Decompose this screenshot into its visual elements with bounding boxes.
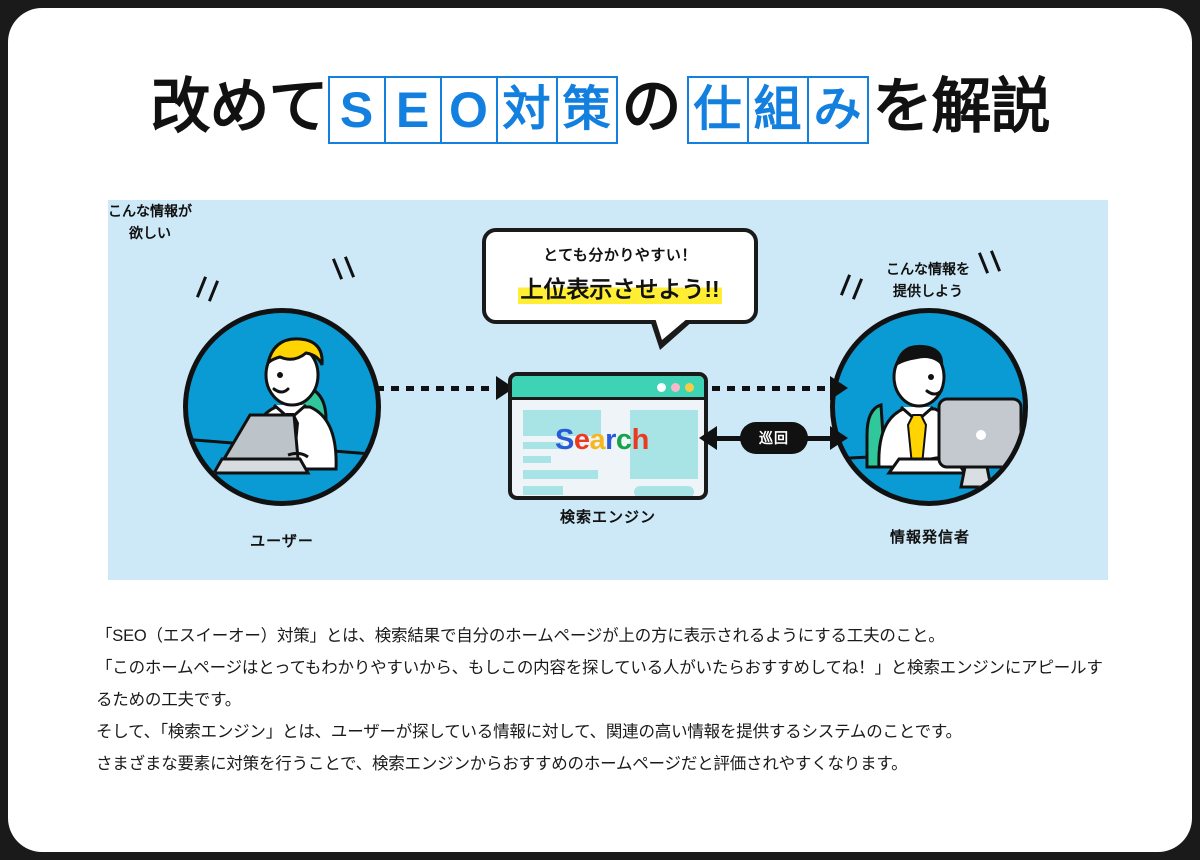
title-box-kumi: 組 bbox=[746, 76, 809, 144]
flow-dotted-line-right bbox=[712, 386, 830, 391]
publisher-annotation: こんな情報を提供しよう bbox=[886, 261, 970, 299]
crawl-badge: 巡回 bbox=[740, 422, 808, 454]
search-letter-5: c bbox=[615, 424, 632, 456]
title-box-e: E bbox=[383, 76, 442, 144]
title-box-mi: み bbox=[806, 76, 869, 144]
user-illustration bbox=[183, 308, 381, 506]
search-engine-label: 検索エンジン bbox=[559, 509, 656, 526]
window-dot-3-icon bbox=[685, 383, 694, 392]
content-block-4 bbox=[523, 470, 598, 479]
search-letter-4: r bbox=[605, 424, 616, 456]
body-copy: 「SEO（エスイーオー）対策」とは、検索結果で自分のホームページが上の方に表示さ… bbox=[96, 620, 1116, 780]
body-paragraph-2: 「このホームページはとってもわかりやすいから、もしこの内容を探している人がいたら… bbox=[96, 659, 1103, 709]
search-letter-2: e bbox=[573, 424, 590, 456]
page-title: 改めて S E O 対 策 の 仕 組 み を解説 bbox=[8, 70, 1192, 144]
publisher-illustration bbox=[830, 308, 1028, 506]
title-box-o: O bbox=[439, 76, 498, 144]
slash-decor-4 bbox=[343, 256, 356, 278]
title-box-s: S bbox=[327, 76, 386, 144]
title-lead: 改めて bbox=[150, 73, 329, 140]
body-paragraph-3: そして、「検索エンジン」とは、ユーザーが探している情報に対して、関連の高い情報を… bbox=[96, 723, 962, 741]
content-block-2 bbox=[523, 442, 563, 449]
title-box-tai: 対 bbox=[495, 76, 558, 144]
speech-bubble-tail-inner bbox=[655, 318, 688, 340]
body-paragraph-4: さまざまな要素に対策を行うことで、検索エンジンからおすすめのホームページだと評価… bbox=[96, 755, 908, 773]
flow-arrow-into-publisher bbox=[830, 376, 848, 400]
bubble-line-1: とても分かりやすい！ bbox=[543, 247, 697, 264]
content-block-3 bbox=[523, 456, 551, 463]
title-tail: を解説 bbox=[872, 73, 1051, 140]
search-letter-6: h bbox=[631, 424, 650, 456]
content-block-6 bbox=[630, 410, 698, 479]
slash-decor-1 bbox=[195, 276, 208, 298]
browser-titlebar bbox=[512, 376, 704, 400]
search-engine-window[interactable]: Search bbox=[508, 372, 708, 500]
slash-decor-2 bbox=[207, 280, 220, 302]
content-block-1 bbox=[523, 410, 601, 436]
slash-decor-3 bbox=[331, 258, 344, 280]
flow-dotted-line-left bbox=[376, 386, 496, 391]
user-annotation: こんな情報が欲しい bbox=[108, 203, 192, 241]
search-letter-1: S bbox=[555, 424, 574, 456]
page-card: 改めて S E O 対 策 の 仕 組 み を解説 こんな情報が欲しい bbox=[8, 8, 1192, 852]
bubble-line-2-wrap: 上位表示させよう!! bbox=[486, 270, 754, 304]
title-box-shi: 仕 bbox=[686, 76, 749, 144]
publisher-label: 情報発信者 bbox=[889, 529, 970, 546]
user-label: ユーザー bbox=[250, 533, 314, 550]
window-dot-2-icon bbox=[671, 383, 680, 392]
bubble-line-2: 上位表示させよう!! bbox=[518, 270, 722, 304]
title-mid: の bbox=[621, 73, 682, 140]
window-dot-1-icon bbox=[657, 383, 666, 392]
body-paragraph-1: 「SEO（エスイーオー）対策」とは、検索結果で自分のホームページが上の方に表示さ… bbox=[96, 627, 945, 645]
search-letter-3: a bbox=[589, 424, 606, 456]
user-figure-svg bbox=[188, 337, 376, 475]
crawl-arrow-left bbox=[699, 426, 717, 450]
publisher-figure-svg bbox=[835, 344, 1023, 489]
diagram-panel: こんな情報が欲しい bbox=[108, 200, 1108, 580]
content-block-5 bbox=[523, 486, 563, 495]
title-box-saku: 策 bbox=[555, 76, 618, 144]
search-wordmark: Search bbox=[555, 426, 649, 455]
crawl-arrow-right bbox=[830, 426, 848, 450]
speech-bubble: とても分かりやすい！ 上位表示させよう!! bbox=[482, 228, 758, 324]
content-block-7 bbox=[634, 486, 694, 496]
